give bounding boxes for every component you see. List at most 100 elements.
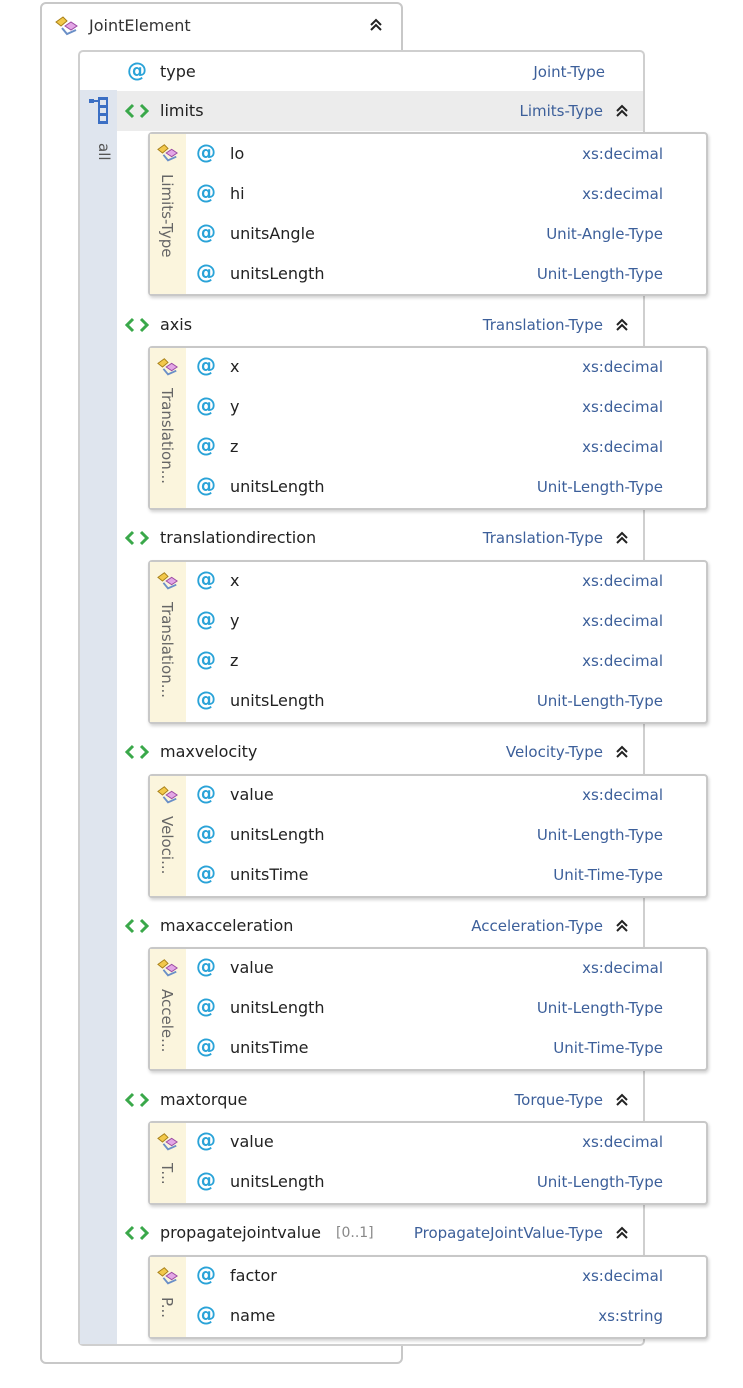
type-definition-card [148,132,708,296]
attribute-type[interactable]: xs:decimal [582,612,663,630]
all-compositor-icon[interactable] [88,97,110,129]
element-name[interactable]: maxvelocity [160,742,258,761]
attribute-name[interactable]: unitsLength [230,477,325,496]
attribute-name[interactable]: factor [230,1266,277,1285]
collapse-icon[interactable] [614,316,630,336]
attribute-icon: @ [196,393,216,417]
type-attribute-name[interactable]: type [160,62,196,81]
attribute-name[interactable]: x [230,571,240,590]
attribute-type[interactable]: xs:decimal [582,572,663,590]
element-icon [124,744,150,764]
attribute-name[interactable]: x [230,357,240,376]
element-type[interactable]: Torque-Type [514,1091,603,1109]
attribute-name[interactable]: y [230,611,240,630]
attribute-name[interactable]: value [230,785,274,804]
attribute-icon: @ [196,140,216,164]
attribute-name[interactable]: unitsAngle [230,224,315,243]
type-group-label: Limits-Type [158,174,176,258]
type-group-strip [150,1257,186,1337]
collapse-icon[interactable] [614,529,630,549]
complex-type-icon [156,142,180,168]
element-name[interactable]: limits [160,101,204,120]
compositor-label: all [95,143,113,161]
attribute-name[interactable]: unitsTime [230,865,309,884]
type-group-label: T... [158,1163,176,1185]
attribute-name[interactable]: unitsLength [230,264,325,283]
collapse-icon[interactable] [614,102,630,122]
element-type[interactable]: Velocity-Type [505,743,603,761]
attribute-name[interactable]: hi [230,184,245,203]
attribute-type[interactable]: xs:decimal [582,959,663,977]
attribute-type[interactable]: Unit-Length-Type [536,265,663,283]
element-icon [124,918,150,938]
attribute-name[interactable]: value [230,1132,274,1151]
attribute-name[interactable]: name [230,1306,276,1325]
attribute-icon: @ [196,1262,216,1286]
complex-type-icon [156,1265,180,1291]
attribute-type[interactable]: Unit-Time-Type [553,866,663,884]
occurrence-label: [0..1] [336,1225,374,1241]
attribute-icon: @ [196,687,216,711]
attribute-type[interactable]: Unit-Length-Type [536,478,663,496]
attribute-type[interactable]: Unit-Length-Type [536,1173,663,1191]
attribute-icon: @ [196,1302,216,1326]
attribute-name[interactable]: unitsLength [230,1172,325,1191]
attribute-name[interactable]: unitsTime [230,1038,309,1057]
attribute-name[interactable]: value [230,958,274,977]
type-attribute-type[interactable]: Joint-Type [533,63,605,81]
collapse-icon[interactable] [368,16,384,36]
element-icon [124,1092,150,1112]
element-name[interactable]: maxtorque [160,1090,248,1109]
element-type[interactable]: Acceleration-Type [471,917,603,935]
attribute-name[interactable]: unitsLength [230,691,325,710]
attribute-type[interactable]: Unit-Length-Type [536,999,663,1017]
complex-type-icon [156,784,180,810]
attribute-type[interactable]: xs:decimal [582,786,663,804]
attribute-name[interactable]: y [230,397,240,416]
element-icon [124,103,150,123]
attribute-type[interactable]: Unit-Time-Type [553,1039,663,1057]
attribute-icon: @ [196,1034,216,1058]
element-name[interactable]: translationdirection [160,528,317,547]
attribute-type[interactable]: xs:decimal [582,1133,663,1151]
attribute-type[interactable]: xs:decimal [582,358,663,376]
element-type[interactable]: Limits-Type [519,102,604,120]
element-type[interactable]: Translation-Type [482,316,603,334]
attribute-icon: @ [196,433,216,457]
attribute-icon: @ [196,1128,216,1152]
element-type[interactable]: PropagateJointValue-Type [413,1224,603,1242]
type-definition-card [148,1255,708,1339]
attribute-type[interactable]: xs:decimal [582,145,663,163]
collapse-icon[interactable] [614,1091,630,1111]
attribute-name[interactable]: z [230,651,239,670]
attribute-type[interactable]: xs:decimal [582,185,663,203]
collapse-icon[interactable] [614,1224,630,1244]
element-name[interactable]: maxacceleration [160,916,294,935]
attribute-type[interactable]: xs:decimal [582,438,663,456]
element-name[interactable]: axis [160,315,193,334]
root-element-name: JointElement [89,16,191,35]
attribute-name[interactable]: lo [230,144,245,163]
attribute-type[interactable]: xs:decimal [582,1267,663,1285]
attribute-type[interactable]: xs:decimal [582,398,663,416]
attribute-type[interactable]: Unit-Angle-Type [546,225,663,243]
attribute-type[interactable]: Unit-Length-Type [536,826,663,844]
attribute-name[interactable]: unitsLength [230,825,325,844]
element-name[interactable]: propagatejointvalue [160,1223,322,1242]
attribute-icon: @ [196,353,216,377]
attribute-name[interactable]: z [230,437,239,456]
attribute-type[interactable]: xs:decimal [582,652,663,670]
type-definition-card [148,346,708,510]
type-group-label: Translation... [158,388,176,485]
attribute-type[interactable]: Unit-Length-Type [536,692,663,710]
type-group-label: Veloci... [158,816,176,875]
attribute-type[interactable]: xs:string [598,1307,663,1325]
collapse-icon[interactable] [614,743,630,763]
type-definition-card [148,560,708,724]
element-type[interactable]: Translation-Type [482,529,603,547]
attribute-name[interactable]: unitsLength [230,998,325,1017]
type-definition-card [148,774,708,898]
collapse-icon[interactable] [614,917,630,937]
type-group-label: Accele... [158,989,176,1053]
type-group-strip [150,1123,186,1203]
